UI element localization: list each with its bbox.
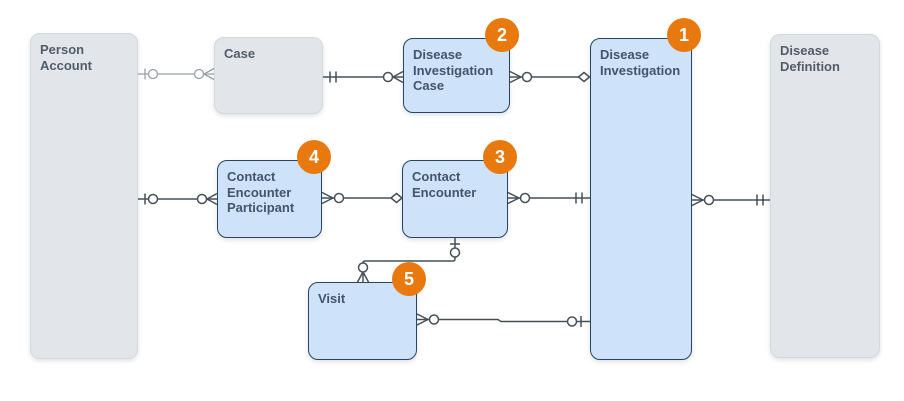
- entity-visit: Visit 5: [308, 262, 426, 360]
- entity-case: Case: [214, 37, 323, 114]
- entity-label: Disease Definition: [780, 43, 840, 74]
- connector-case-disease-investigation-case: [323, 70, 404, 84]
- entity-label: Contact Encounter: [412, 169, 477, 200]
- connector-disease-investigation-disease-definition: [691, 193, 770, 207]
- connector-person-account-contact-encounter-participant: [138, 192, 218, 206]
- connector-person-account-case: [138, 67, 215, 81]
- entity-disease-investigation-case: Disease Investigation Case 2: [403, 18, 519, 113]
- step-badge-1: 1: [667, 18, 701, 52]
- connector-contact-encounter-disease-investigation: [507, 191, 590, 205]
- connector-visit-disease-investigation: [416, 313, 590, 327]
- step-badge-5: 5: [392, 262, 426, 296]
- connector-disease-investigation-case-disease-investigation: [509, 70, 591, 84]
- entity-contact-encounter-participant: Contact Encounter Participant 4: [217, 140, 331, 238]
- entity-disease-definition: Disease Definition: [770, 34, 880, 358]
- entity-label: Case: [224, 46, 256, 61]
- connector-contact-encounter-visit: [356, 238, 461, 283]
- entity-label: Person Account: [40, 42, 92, 73]
- entity-label: Disease Investigation: [600, 47, 681, 78]
- entity-label: Contact Encounter Participant: [227, 169, 295, 215]
- entity-label: Visit: [318, 291, 346, 306]
- entity-contact-encounter: Contact Encounter 3: [402, 140, 517, 238]
- entity-person-account: Person Account: [30, 33, 138, 359]
- step-badge-3: 3: [483, 140, 517, 174]
- connector-contact-encounter-participant-contact-encounter: [321, 191, 404, 205]
- step-badge-4: 4: [297, 140, 331, 174]
- entity-label: Disease Investigation Case: [413, 47, 494, 93]
- step-badge-2: 2: [485, 18, 519, 52]
- entity-disease-investigation: Disease Investigation 1: [590, 18, 701, 360]
